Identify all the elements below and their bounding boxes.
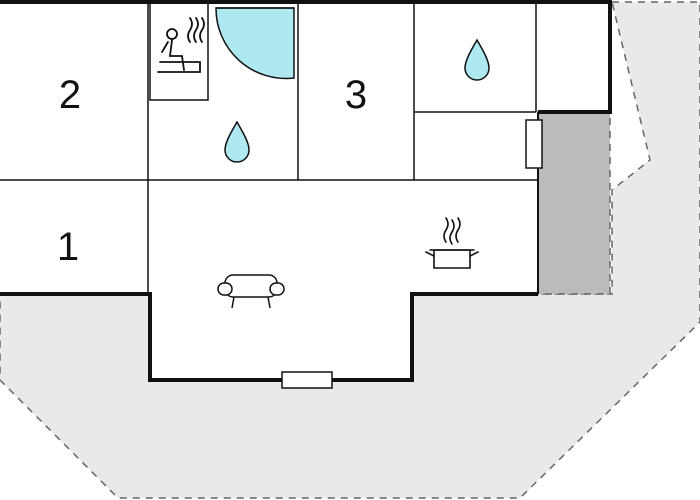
outer-wall	[0, 0, 612, 114]
interior-walls	[0, 1, 538, 294]
sofa-icon	[217, 274, 285, 309]
outer-wall-lower	[0, 292, 538, 382]
window-east	[525, 119, 543, 169]
shower-quarter-circle-icon	[215, 7, 295, 80]
covered-terrace	[537, 111, 611, 295]
water-drop-icon	[224, 120, 250, 163]
room-label-2: 2	[59, 73, 81, 117]
sauna-person-icon	[157, 17, 205, 73]
room-label-3: 3	[345, 73, 367, 117]
cooking-pot-icon	[425, 217, 479, 269]
room-label-1: 1	[57, 225, 79, 269]
water-drop-icon	[464, 38, 490, 81]
house-footprint	[0, 2, 610, 380]
window-south	[281, 371, 333, 389]
